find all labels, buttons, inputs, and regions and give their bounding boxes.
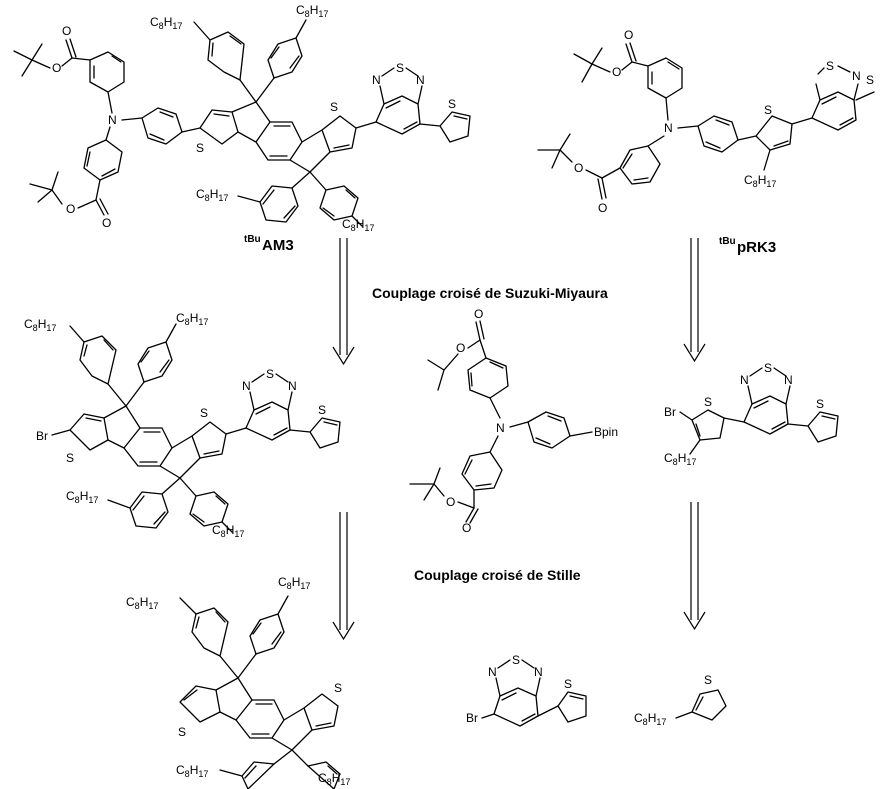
svg-text:C8H17: C8H17 [212, 523, 244, 539]
retrosynthesis-arrow-right-top [683, 238, 706, 363]
svg-text:tBu: tBu [244, 234, 261, 245]
svg-text:O: O [574, 161, 583, 175]
svg-text:C8H17: C8H17 [318, 771, 350, 787]
svg-text:S: S [866, 73, 874, 87]
svg-text:pRK3: pRK3 [737, 239, 776, 256]
svg-text:S: S [512, 653, 520, 667]
svg-text:N: N [784, 373, 793, 387]
svg-text:C8H17: C8H17 [126, 595, 158, 611]
svg-text:C8H17: C8H17 [664, 451, 696, 467]
svg-text:S: S [318, 403, 326, 417]
svg-text:O: O [102, 216, 111, 230]
svg-text:S: S [196, 141, 204, 155]
svg-text:Br: Br [466, 711, 478, 725]
svg-text:N: N [416, 73, 425, 87]
svg-text:S: S [396, 61, 404, 75]
svg-text:O: O [462, 521, 471, 535]
svg-text:S: S [704, 395, 712, 409]
svg-text:N: N [488, 665, 497, 679]
svg-text:C8H17: C8H17 [634, 711, 666, 727]
structure-bromo-thiophene-btd: Br S C8H17 N N S S [664, 361, 839, 467]
stille-step-label: Couplage croisé de Stille [414, 567, 581, 583]
svg-text:Br: Br [664, 405, 676, 419]
svg-text:S: S [764, 361, 772, 375]
svg-text:O: O [624, 28, 633, 42]
svg-text:C8H17: C8H17 [342, 217, 374, 233]
svg-text:C8H17: C8H17 [296, 3, 328, 19]
svg-text:N: N [852, 69, 861, 83]
retrosynthesis-arrow-left-bottom [332, 512, 355, 641]
svg-text:O: O [612, 65, 621, 79]
svg-text:Bpin: Bpin [594, 425, 618, 439]
svg-text:S: S [334, 681, 342, 695]
structure-bromo-core: Br S S [24, 311, 341, 539]
svg-text:Br: Br [36, 429, 48, 443]
svg-text:S: S [704, 673, 712, 687]
svg-text:O: O [456, 341, 465, 355]
svg-text:N: N [108, 113, 117, 127]
structure-prk3: O O N O O S C8H17 [537, 28, 875, 215]
svg-text:C8H17: C8H17 [150, 15, 182, 31]
svg-text:C8H17: C8H17 [196, 187, 228, 203]
svg-text:S: S [564, 677, 572, 691]
svg-text:C8H17: C8H17 [24, 317, 56, 333]
svg-text:N: N [288, 379, 297, 393]
retrosynthesis-arrow-right-bottom [683, 502, 706, 631]
retrosynthesis-arrow-left-top [332, 238, 355, 366]
structure-am3: O O N O O S [13, 3, 471, 233]
svg-text:S: S [764, 103, 772, 117]
svg-text:O: O [62, 24, 71, 38]
svg-text:S: S [826, 59, 834, 73]
compound-label-am3: tBu AM3 [244, 234, 294, 254]
compound-label-prk3: tBu pRK3 [719, 236, 776, 256]
svg-text:AM3: AM3 [262, 237, 294, 254]
svg-text:O: O [66, 202, 75, 216]
svg-text:N: N [664, 121, 673, 135]
svg-text:S: S [330, 100, 338, 114]
suzuki-step-label: Couplage croisé de Suzuki-Miyaura [372, 285, 608, 301]
svg-text:N: N [740, 373, 749, 387]
svg-text:O: O [474, 307, 483, 321]
svg-text:C8H17: C8H17 [66, 489, 98, 505]
svg-text:S: S [178, 725, 186, 739]
svg-text:O: O [446, 495, 455, 509]
structure-core: S S C8H17 C8H17 C8H17 C8H17 [126, 575, 350, 789]
svg-text:C8H17: C8H17 [744, 173, 776, 189]
svg-text:tBu: tBu [719, 236, 736, 247]
svg-text:N: N [372, 73, 381, 87]
structure-bromo-btd-thiophene: Br N N S S [466, 653, 587, 727]
svg-text:C8H17: C8H17 [176, 763, 208, 779]
svg-text:S: S [66, 451, 74, 465]
svg-text:C8H17: C8H17 [176, 311, 208, 327]
svg-text:N: N [534, 665, 543, 679]
svg-text:S: S [448, 97, 456, 111]
structure-bpin-amine: O O N Bpin O O [409, 307, 618, 535]
svg-text:S: S [200, 406, 208, 420]
svg-text:N: N [496, 421, 505, 435]
svg-text:C8H17: C8H17 [278, 575, 310, 591]
svg-text:O: O [52, 61, 61, 75]
svg-text:O: O [598, 201, 607, 215]
svg-text:N: N [242, 379, 251, 393]
svg-text:S: S [816, 397, 824, 411]
svg-text:S: S [266, 367, 274, 381]
structure-octylthiophene: S C8H17 [634, 673, 727, 727]
